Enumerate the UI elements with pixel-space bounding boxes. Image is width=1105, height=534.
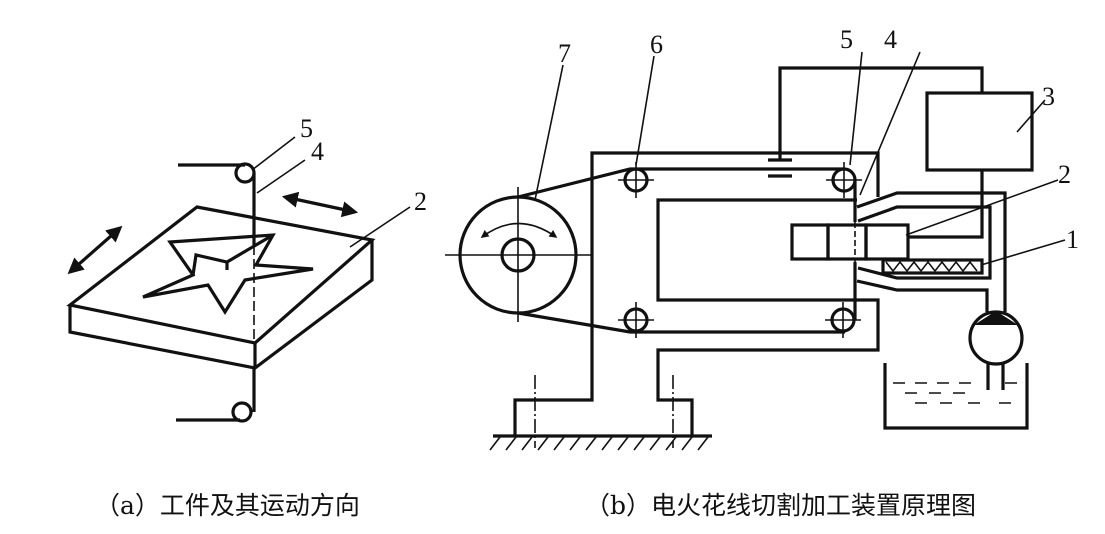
support-wheel-upper-left (618, 162, 654, 198)
label-4: 4 (884, 25, 897, 54)
nozzle-and-coolant (856, 191, 1029, 430)
label-7: 7 (558, 39, 571, 68)
caption-a: （a）工件及其运动方向 (95, 491, 360, 520)
label-4: 4 (311, 137, 324, 166)
pulse-power-supply (925, 91, 1034, 172)
upper-guide-wheel (178, 162, 256, 184)
figure-a-workpiece-motion: 5 4 2 (66, 114, 427, 423)
guide-wheel-upper-right (826, 162, 862, 198)
label-6: 6 (650, 30, 663, 59)
lower-guide-wheel (176, 401, 253, 423)
star-cutout (142, 233, 314, 316)
nozzle-element (881, 258, 984, 275)
machine-frame (489, 151, 880, 451)
label-2: 2 (1058, 160, 1071, 189)
figure-b-edm-apparatus: 7 6 5 4 3 2 1 (445, 25, 1079, 451)
guide-wheels (618, 162, 862, 338)
rotation-arrow (480, 222, 558, 238)
wire-drum (445, 187, 592, 322)
leader-lines (534, 51, 1066, 266)
label-5: 5 (300, 114, 313, 143)
caption-b: （b）电火花线切割加工装置原理图 (585, 491, 977, 520)
label-1: 1 (1066, 225, 1079, 254)
electrode-wire-path (517, 167, 857, 334)
motion-arrow-y (67, 225, 123, 275)
guide-wheel-lower-right (825, 302, 861, 338)
support-wheel-lower-left (618, 302, 654, 338)
coolant-tank (883, 363, 1029, 430)
label-2: 2 (414, 187, 427, 216)
label-5: 5 (840, 25, 853, 54)
motion-arrow-x (281, 191, 359, 218)
leader-lines (251, 136, 411, 248)
label-3: 3 (1042, 82, 1055, 111)
ground-hatch (489, 436, 709, 451)
pump (968, 310, 1024, 390)
workpiece (790, 223, 910, 261)
